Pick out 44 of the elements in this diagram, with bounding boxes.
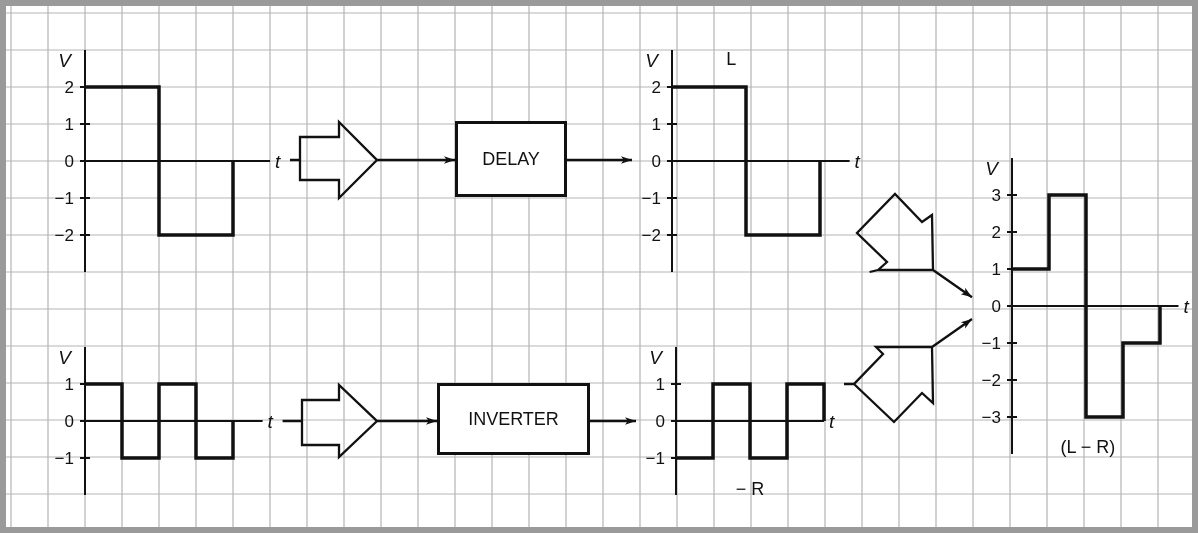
tick-label: −2: [981, 370, 1001, 390]
tick-label: −1: [981, 333, 1001, 353]
tick-label: 2: [64, 77, 74, 97]
axis-label: V: [58, 49, 71, 71]
tick-label: 0: [991, 296, 1001, 316]
tick-label: −1: [645, 448, 665, 468]
tick-label: 1: [64, 374, 74, 394]
tick-label: 1: [991, 259, 1001, 279]
process-box: DELAY: [455, 121, 567, 197]
tick-label: 1: [655, 374, 665, 394]
axis-label: t: [267, 410, 273, 432]
tick-label: 2: [651, 77, 661, 97]
block-arrow: [844, 318, 973, 424]
tick-label: −1: [54, 448, 74, 468]
tick-label: −1: [54, 188, 74, 208]
axis-label: V: [58, 346, 71, 368]
tick-label: −1: [641, 188, 661, 208]
tick-label: −2: [641, 225, 661, 245]
signal-label: L: [726, 49, 737, 70]
tick-label: 0: [651, 151, 661, 171]
arrow: [567, 156, 632, 164]
process-box: INVERTER: [437, 383, 590, 455]
arrow: [590, 417, 636, 425]
tick-label: 2: [991, 222, 1001, 242]
tick-label: 1: [64, 114, 74, 134]
axis-label: t: [829, 410, 835, 432]
block-arrow: [282, 382, 437, 460]
tick-label: −3: [981, 407, 1001, 427]
signal-label: (L − R): [1060, 436, 1116, 457]
block-arrow: [855, 192, 973, 299]
axis-label: V: [645, 49, 658, 71]
tick-label: 0: [64, 151, 74, 171]
signal-label: − R: [735, 479, 765, 500]
axis-label: t: [854, 150, 860, 172]
tick-label: 0: [655, 411, 665, 431]
axis-label: V: [649, 346, 662, 368]
tick-label: 1: [651, 114, 661, 134]
tick-label: 0: [64, 411, 74, 431]
axis-label: V: [985, 157, 998, 179]
axis-label: t: [1183, 295, 1189, 317]
tick-label: −2: [54, 225, 74, 245]
tick-label: 3: [991, 185, 1001, 205]
block-arrow: [290, 119, 455, 201]
axis-label: t: [275, 150, 281, 172]
